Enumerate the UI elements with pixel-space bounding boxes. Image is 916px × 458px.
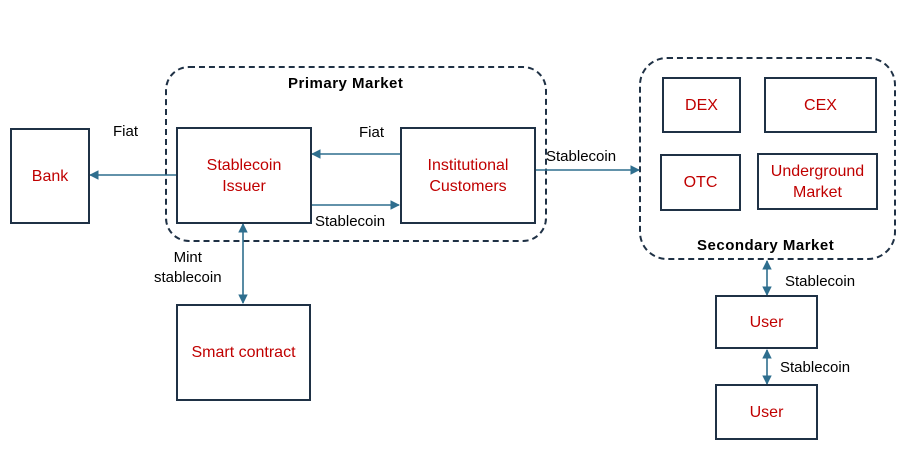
secondary-market-group xyxy=(639,57,896,260)
stablecoin-label: Stablecoin xyxy=(780,359,851,376)
underground-market-node: Underground Market xyxy=(757,153,878,210)
smart-contract-node: Smart contract xyxy=(176,304,311,401)
user-node: User xyxy=(715,295,818,349)
primary-market-group xyxy=(165,66,547,242)
user-node: User xyxy=(715,384,818,440)
fiat-label: Fiat xyxy=(359,124,385,141)
stablecoin-issuer-node: Stablecoin Issuer xyxy=(176,127,312,224)
cex-node: CEX xyxy=(764,77,877,133)
primary-market-title: Primary Market xyxy=(288,75,404,92)
mint-stablecoin-label: Mint stablecoin xyxy=(154,249,222,286)
fiat-label: Fiat xyxy=(113,123,139,140)
institutional-customers-node: Institutional Customers xyxy=(400,127,536,224)
bank-node: Bank xyxy=(10,128,90,224)
dex-node: DEX xyxy=(662,77,741,133)
otc-node: OTC xyxy=(660,154,741,211)
secondary-market-title: Secondary Market xyxy=(697,237,835,254)
stablecoin-label: Stablecoin xyxy=(546,148,617,165)
stablecoin-label: Stablecoin xyxy=(785,273,856,290)
stablecoin-label: Stablecoin xyxy=(315,213,386,230)
